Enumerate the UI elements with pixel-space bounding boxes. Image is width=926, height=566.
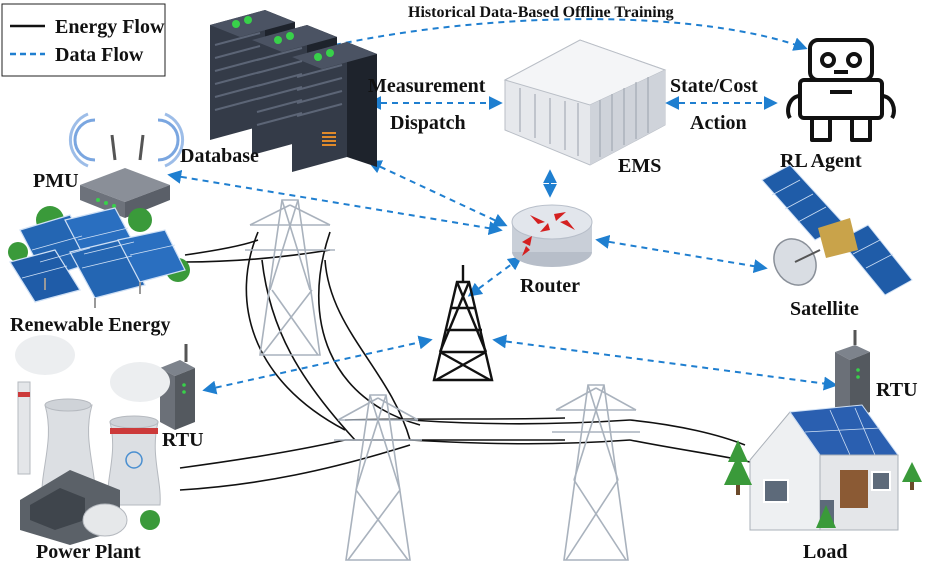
- pmu-label: PMU: [33, 170, 79, 192]
- data-line-router-satellite: [595, 234, 768, 274]
- power-plant-label: Power Plant: [36, 541, 141, 563]
- data-line-database-router: [367, 160, 508, 227]
- energy-line: [409, 419, 631, 425]
- load-label: Load: [803, 541, 847, 563]
- communication-tower-icon: [432, 265, 494, 382]
- data-line-tower-router: [467, 256, 523, 297]
- energy-line: [629, 419, 746, 446]
- offline-training-label: Historical Data-Based Offline Training: [408, 4, 674, 21]
- data-lines: [167, 18, 838, 395]
- satellite-label: Satellite: [790, 298, 859, 320]
- dispatch-label: Dispatch: [390, 112, 466, 134]
- rtu-right-label: RTU: [876, 379, 918, 401]
- energy-line: [184, 239, 259, 256]
- state-cost-label: State/Cost: [670, 75, 758, 97]
- database-label: Database: [180, 145, 259, 167]
- energy-line: [179, 439, 346, 469]
- renewable-energy-label: Renewable Energy: [10, 314, 171, 336]
- legend-data-flow: Data Flow: [55, 44, 144, 66]
- robot-icon: [786, 38, 896, 142]
- energy-lines: [179, 231, 751, 491]
- rl-agent-label: RL Agent: [780, 150, 862, 172]
- legend-energy-flow: Energy Flow: [55, 16, 165, 38]
- power-plant: [15, 335, 170, 545]
- data-line-offline-training: [334, 18, 808, 51]
- data-line-tower-rtu-load: [492, 334, 838, 391]
- energy-line: [179, 444, 411, 491]
- house-icon: [724, 404, 922, 531]
- transmission-tower: [245, 199, 335, 356]
- legend-box: [1, 3, 166, 77]
- data-line-pmu-router: [167, 169, 503, 236]
- data-line-rtu-tower: [202, 335, 433, 395]
- ems-building: [503, 39, 667, 166]
- legend: Energy Flow Data Flow: [1, 3, 166, 77]
- transmission-tower: [334, 394, 422, 561]
- rtu-left-label: RTU: [162, 429, 204, 451]
- ems-label: EMS: [618, 155, 661, 177]
- router-label: Router: [520, 275, 580, 297]
- solar-farm: [8, 206, 190, 308]
- pmu-device: [68, 112, 185, 218]
- satellite-icon: [761, 164, 913, 296]
- energy-line: [409, 439, 631, 445]
- transmission-tower: [552, 384, 640, 561]
- energy-line: [245, 231, 346, 431]
- action-label: Action: [690, 112, 747, 134]
- measurement-label: Measurement: [368, 75, 486, 97]
- router-icon: [511, 204, 593, 267]
- database-servers: [210, 10, 377, 172]
- energy-line: [184, 249, 331, 263]
- rtu-device-right: [835, 330, 870, 420]
